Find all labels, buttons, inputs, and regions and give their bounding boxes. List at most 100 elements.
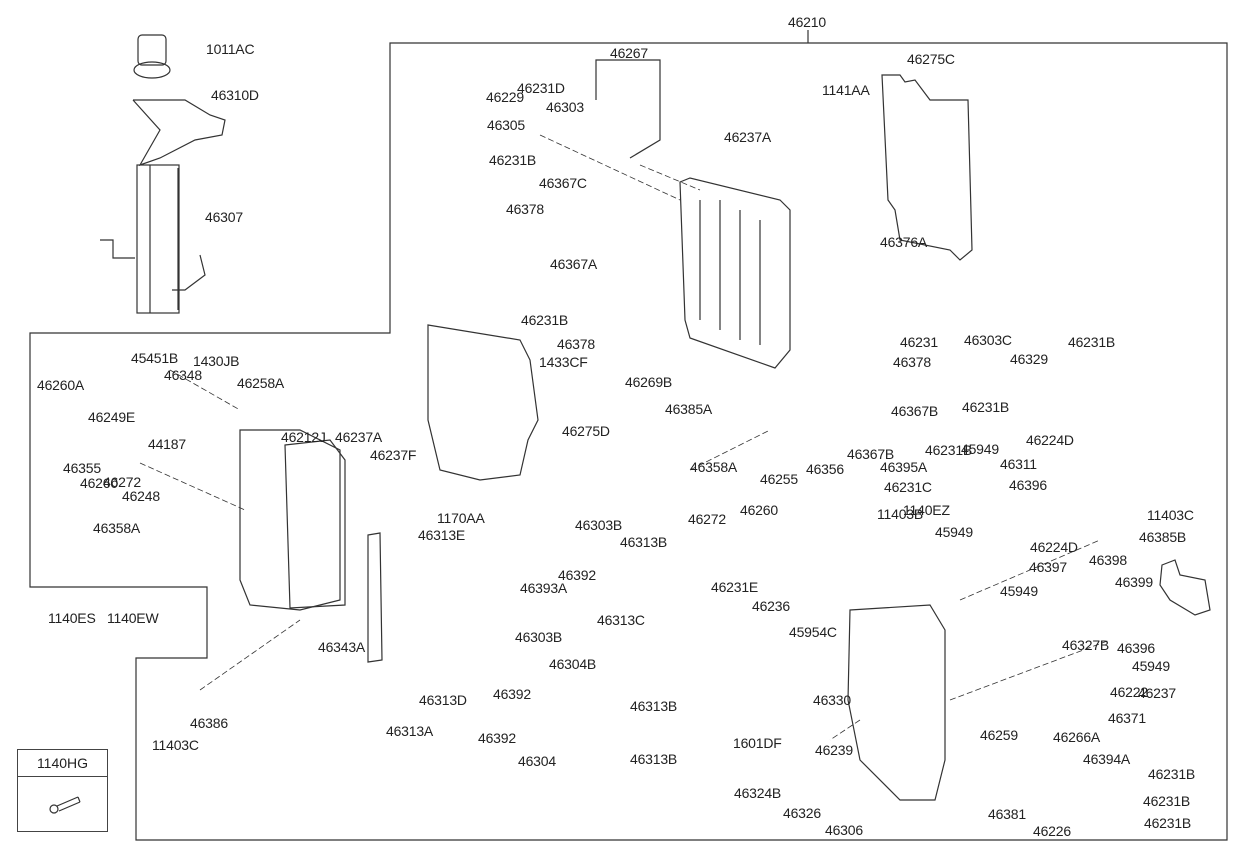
assembly-label: 46210 <box>788 14 826 30</box>
part-label: 46307 <box>205 209 243 225</box>
part-label: 46231 <box>900 334 938 350</box>
part-label: 46313D <box>419 692 467 708</box>
part-label: 46343A <box>318 639 366 655</box>
part-label: 45949 <box>935 524 973 540</box>
part-label: 46313C <box>597 612 645 628</box>
part-label: 46231B <box>489 152 537 168</box>
leader-46267 <box>595 59 661 159</box>
part-label: 46260A <box>37 377 85 393</box>
part-label: 1141AA <box>822 82 870 98</box>
lower-valve-body <box>847 604 946 801</box>
part-label: 46367C <box>539 175 587 191</box>
part-label: 46385B <box>1139 529 1187 545</box>
separator-plate-46275c <box>881 74 973 261</box>
part-label: 11403B <box>877 506 924 522</box>
part-label: 11403C <box>1147 507 1194 523</box>
part-label: 46231B <box>962 399 1010 415</box>
part-label: 1430JB <box>193 353 240 369</box>
part-label: 46355 <box>63 460 101 476</box>
part-label: 46231B <box>1148 766 1196 782</box>
part-label: 1170AA <box>437 510 485 526</box>
part-label: 46327B <box>1062 637 1110 653</box>
part-label: 46396 <box>1009 477 1047 493</box>
part-label: 46358A <box>690 459 738 475</box>
part-label: 1433CF <box>539 354 588 370</box>
part-label: 46231B <box>1143 793 1191 809</box>
part-label: 46224D <box>1030 539 1078 555</box>
part-label: 46272 <box>103 474 141 490</box>
part-label: 46392 <box>493 686 531 702</box>
part-label: 46395A <box>880 459 928 475</box>
legend-body <box>18 777 107 833</box>
part-label: 46237A <box>724 129 772 145</box>
part-label: 46324B <box>734 785 782 801</box>
part-label: 44187 <box>148 436 186 452</box>
bracket-46385b <box>1159 559 1211 616</box>
part-label: 46394A <box>1083 751 1131 767</box>
part-label: 46275D <box>562 423 610 439</box>
part-label: 46313E <box>418 527 466 543</box>
part-label: 46304 <box>518 753 556 769</box>
part-label: 46260 <box>80 475 118 491</box>
part-label: 46231B <box>925 442 973 458</box>
assembly-frame <box>29 42 1228 841</box>
legend-part-number: 1140HG <box>18 750 107 777</box>
part-label: 46237 <box>1138 685 1176 701</box>
part-label: 46269B <box>625 374 673 390</box>
part-label: 46237F <box>370 447 417 463</box>
part-label: 46267 <box>610 45 648 61</box>
part-label: 45949 <box>1132 658 1170 674</box>
left-valve-body <box>239 429 346 611</box>
separator-plate-46275d <box>427 324 539 481</box>
part-label: 46310D <box>211 87 259 103</box>
part-label: 46303B <box>515 629 563 645</box>
part-label: 46305 <box>487 117 525 133</box>
part-label: 46231D <box>517 80 565 96</box>
part-label: 46378 <box>557 336 595 352</box>
part-label: 1140EZ <box>903 502 950 518</box>
part-label: 46313B <box>630 698 678 714</box>
part-label: 46258A <box>237 375 285 391</box>
part-label: 45949 <box>961 441 999 457</box>
part-label: 46248 <box>122 488 160 504</box>
part-label: 46392 <box>558 567 596 583</box>
part-label: 46231B <box>1068 334 1116 350</box>
part-label: 1140EW <box>107 610 159 626</box>
part-label: 46275C <box>907 51 955 67</box>
part-label: 46393A <box>520 580 568 596</box>
part-label: 46224D <box>1026 432 1074 448</box>
part-label: 46229 <box>486 89 524 105</box>
part-label: 46260 <box>740 502 778 518</box>
part-label: 46399 <box>1115 574 1153 590</box>
part-label: 46348 <box>164 367 202 383</box>
part-label: 46303B <box>575 517 623 533</box>
part-label: 46371 <box>1108 710 1146 726</box>
part-label: 46313A <box>386 723 434 739</box>
part-label: 46378 <box>506 201 544 217</box>
part-label: 46381 <box>988 806 1026 822</box>
part-label: 46272 <box>688 511 726 527</box>
part-label: 46231B <box>521 312 569 328</box>
part-label: 46358A <box>93 520 141 536</box>
part-label: 46385A <box>665 401 713 417</box>
harness-46307 <box>100 34 226 314</box>
part-label: 46367B <box>847 446 895 462</box>
part-label: 46259 <box>980 727 1018 743</box>
part-label: 46397 <box>1029 559 1067 575</box>
part-label: 46226 <box>1033 823 1071 839</box>
part-label: 46266A <box>1053 729 1101 745</box>
part-label: 46392 <box>478 730 516 746</box>
part-label: 46249E <box>88 409 136 425</box>
part-label: 46313B <box>620 534 668 550</box>
part-label: 1011AC <box>206 41 255 57</box>
part-label: 46304B <box>549 656 597 672</box>
gasket-46343a <box>367 532 383 663</box>
upper-valve-body <box>679 177 791 369</box>
part-label: 46236 <box>752 598 790 614</box>
part-label: 46367B <box>891 403 939 419</box>
part-label: 46356 <box>806 461 844 477</box>
part-label: 45451B <box>131 350 179 366</box>
part-label: 46326 <box>783 805 821 821</box>
